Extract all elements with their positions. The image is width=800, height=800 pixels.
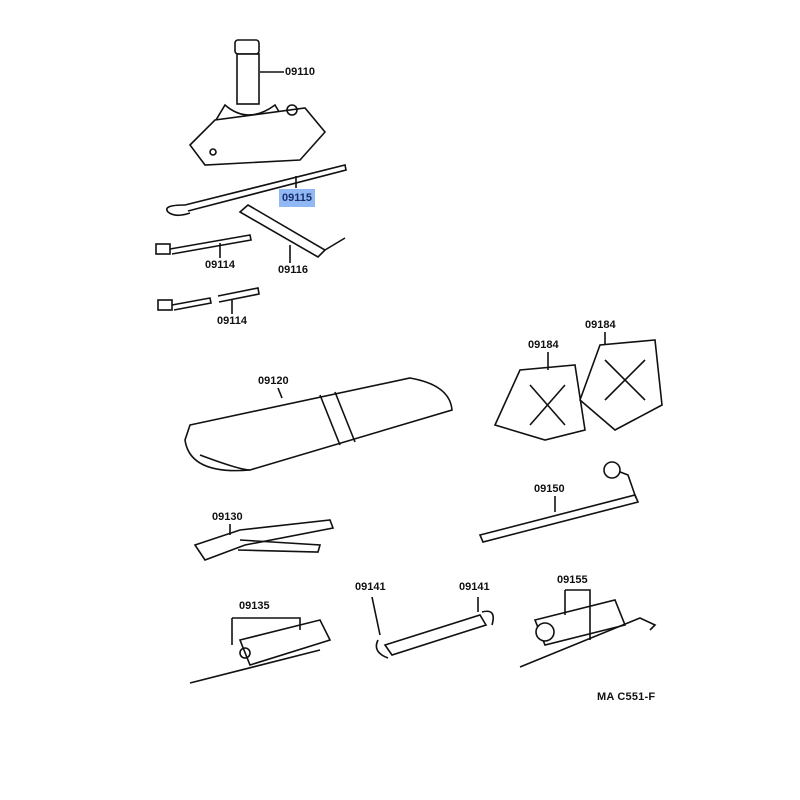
- part-number-wheel-chock-1[interactable]: 09184: [528, 339, 559, 351]
- tool-bag-drawing[interactable]: [184, 377, 453, 472]
- extension-1-drawing[interactable]: [155, 234, 252, 258]
- wheel-nut-wrench-drawing[interactable]: [478, 461, 640, 543]
- part-number-wrench-1[interactable]: 09141: [355, 581, 386, 593]
- pliers-drawing[interactable]: [193, 519, 335, 561]
- part-number-screwdriver[interactable]: 09135: [239, 600, 270, 612]
- extension-2-drawing[interactable]: [157, 287, 260, 314]
- diagram-code: MA C551-F: [597, 691, 656, 703]
- wrenches-drawing[interactable]: [371, 596, 495, 659]
- part-number-jack[interactable]: 09110: [285, 66, 315, 78]
- part-number-wheel-nut-wrench[interactable]: 09150: [534, 483, 565, 495]
- plug-wrench-drawing[interactable]: [519, 589, 657, 668]
- wheel-chocks-drawing[interactable]: [493, 332, 663, 441]
- part-number-wrench-2[interactable]: 09141: [459, 581, 490, 593]
- part-number-wheel-chock-2[interactable]: 09184: [585, 319, 616, 331]
- part-number-plug-wrench[interactable]: 09155: [557, 574, 588, 586]
- screwdriver-drawing[interactable]: [189, 617, 332, 684]
- part-number-jack-lever[interactable]: 09116: [278, 264, 308, 276]
- part-number-jack-handle-highlighted[interactable]: 09115: [279, 189, 315, 207]
- part-number-pliers[interactable]: 09130: [212, 511, 243, 523]
- part-number-tool-bag[interactable]: 09120: [258, 375, 289, 387]
- part-number-extension-1[interactable]: 09114: [205, 259, 235, 271]
- jack-drawing[interactable]: [188, 39, 327, 166]
- part-number-extension-2[interactable]: 09114: [217, 315, 247, 327]
- jack-handle-drawing[interactable]: [166, 164, 347, 217]
- jack-lever-drawing[interactable]: [238, 204, 346, 263]
